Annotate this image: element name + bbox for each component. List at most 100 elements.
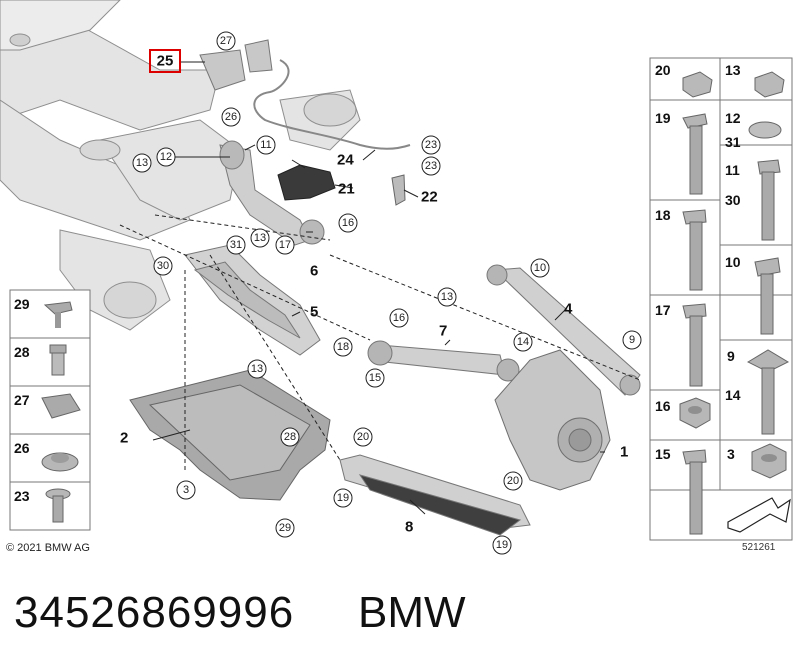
callout-27-top[interactable]: 27 xyxy=(216,31,236,51)
direction-arrow-icon xyxy=(727,497,791,533)
part-label-24[interactable]: 24 xyxy=(337,152,354,169)
brand-name: BMW xyxy=(358,588,466,637)
svg-text:20: 20 xyxy=(507,475,519,487)
svg-text:19: 19 xyxy=(655,110,671,126)
callout-13-arm[interactable]: 13 xyxy=(437,287,457,307)
svg-text:15: 15 xyxy=(369,372,381,384)
svg-text:16: 16 xyxy=(393,312,405,324)
right-cell-11[interactable]: 11 xyxy=(725,159,781,241)
right-cell-16[interactable]: 16 xyxy=(655,397,711,429)
svg-text:23: 23 xyxy=(14,488,30,504)
svg-text:15: 15 xyxy=(655,446,671,462)
right-cell-18[interactable]: 18 xyxy=(655,207,707,291)
left-cell-27[interactable]: 27 xyxy=(14,392,81,419)
svg-text:11: 11 xyxy=(725,162,740,178)
underbody-cover-2 xyxy=(129,369,331,501)
svg-text:12: 12 xyxy=(160,151,172,163)
callout-13-mid[interactable]: 13 xyxy=(250,228,270,248)
right-cell-13[interactable]: 13 xyxy=(725,62,785,98)
left-cell-23[interactable]: 23 xyxy=(14,488,71,523)
svg-text:9: 9 xyxy=(727,348,735,364)
part-label-6[interactable]: 6 xyxy=(310,263,318,280)
part-label-2[interactable]: 2 xyxy=(120,430,128,447)
callout-13-low[interactable]: 13 xyxy=(247,359,267,379)
highlight-box-25 xyxy=(149,49,181,73)
callout-16-link[interactable]: 16 xyxy=(389,308,409,328)
part-label-21[interactable]: 21 xyxy=(338,181,355,198)
part-label-7[interactable]: 7 xyxy=(439,323,447,340)
svg-text:12: 12 xyxy=(725,110,741,126)
callout-20-b[interactable]: 20 xyxy=(503,471,523,491)
svg-text:20: 20 xyxy=(655,62,671,78)
left-cell-29[interactable]: 29 xyxy=(14,296,73,328)
svg-text:18: 18 xyxy=(655,207,671,223)
callout-19-b[interactable]: 19 xyxy=(492,535,512,555)
right-cell-20[interactable]: 20 xyxy=(655,62,713,98)
callout-28-mid[interactable]: 28 xyxy=(280,427,300,447)
svg-text:31: 31 xyxy=(230,239,242,251)
wheel-carrier-1 xyxy=(494,349,611,491)
svg-text:30: 30 xyxy=(157,260,169,272)
right-cell-9[interactable]: 9 xyxy=(727,348,790,435)
callout-31-mid[interactable]: 31 xyxy=(226,235,246,255)
link-5 xyxy=(184,244,321,356)
svg-text:16: 16 xyxy=(342,217,354,229)
svg-text:11: 11 xyxy=(260,139,271,151)
right-cell-10[interactable]: 10 xyxy=(725,254,781,335)
callout-20-a[interactable]: 20 xyxy=(353,427,373,447)
callout-19-a[interactable]: 19 xyxy=(333,488,353,508)
right-cell-30[interactable]: 30 xyxy=(725,192,741,208)
article-number: 521261 xyxy=(742,542,776,553)
callout-12-top[interactable]: 12 xyxy=(156,147,176,167)
clip-22 xyxy=(391,174,406,206)
right-cell-12[interactable]: 12 xyxy=(725,110,782,139)
callout-17[interactable]: 17 xyxy=(275,235,295,255)
right-cell-15[interactable]: 15 xyxy=(655,446,707,535)
svg-text:18: 18 xyxy=(337,341,349,353)
right-cell-17[interactable]: 17 xyxy=(655,302,707,387)
left-cell-28[interactable]: 28 xyxy=(14,344,67,376)
svg-text:26: 26 xyxy=(225,111,237,123)
callout-26-top[interactable]: 26 xyxy=(221,107,241,127)
left-cell-26[interactable]: 26 xyxy=(14,440,79,472)
svg-text:29: 29 xyxy=(279,522,291,534)
svg-text:27: 27 xyxy=(14,392,30,408)
part-label-4[interactable]: 4 xyxy=(564,301,573,318)
svg-text:17: 17 xyxy=(655,302,671,318)
part-label-22[interactable]: 22 xyxy=(421,189,438,206)
callout-16-top[interactable]: 16 xyxy=(338,213,358,233)
callout-30-mid[interactable]: 30 xyxy=(153,256,173,276)
callout-9-mid[interactable]: 9 xyxy=(622,330,642,350)
label-leaders xyxy=(152,61,605,515)
svg-text:13: 13 xyxy=(725,62,741,78)
right-cell-19[interactable]: 19 xyxy=(655,110,708,195)
part-label-5[interactable]: 5 xyxy=(310,304,318,321)
link-8 xyxy=(339,454,531,536)
callout-29-mid[interactable]: 29 xyxy=(275,518,295,538)
left-parts-table: 29 28 27 26 23 xyxy=(9,289,91,531)
callout-13-top[interactable]: 13 xyxy=(132,153,152,173)
right-cell-3[interactable]: 3 xyxy=(727,443,787,479)
svg-text:9: 9 xyxy=(629,334,635,346)
part-label-8[interactable]: 8 xyxy=(405,519,413,536)
part-label-1[interactable]: 1 xyxy=(620,444,628,461)
callout-11[interactable]: 11 xyxy=(256,135,276,155)
svg-text:29: 29 xyxy=(14,296,30,312)
svg-text:13: 13 xyxy=(441,291,453,303)
callout-23-b[interactable]: 23 xyxy=(421,156,441,176)
svg-text:20: 20 xyxy=(357,431,369,443)
callout-18-low[interactable]: 18 xyxy=(333,337,353,357)
callout-3-mid[interactable]: 3 xyxy=(176,480,196,500)
callout-23-a[interactable]: 23 xyxy=(421,135,441,155)
svg-text:30: 30 xyxy=(725,192,741,208)
svg-text:28: 28 xyxy=(284,431,296,443)
label-25: 25 xyxy=(157,53,174,70)
callout-14-link[interactable]: 14 xyxy=(513,332,533,352)
bracket-21 xyxy=(277,164,336,201)
svg-text:14: 14 xyxy=(517,336,529,348)
rear-subframe xyxy=(0,0,361,331)
right-cell-14[interactable]: 14 xyxy=(725,387,741,403)
callout-10-mid[interactable]: 10 xyxy=(530,258,550,278)
callout-15-link[interactable]: 15 xyxy=(365,368,385,388)
right-cell-31[interactable]: 31 xyxy=(725,134,741,150)
